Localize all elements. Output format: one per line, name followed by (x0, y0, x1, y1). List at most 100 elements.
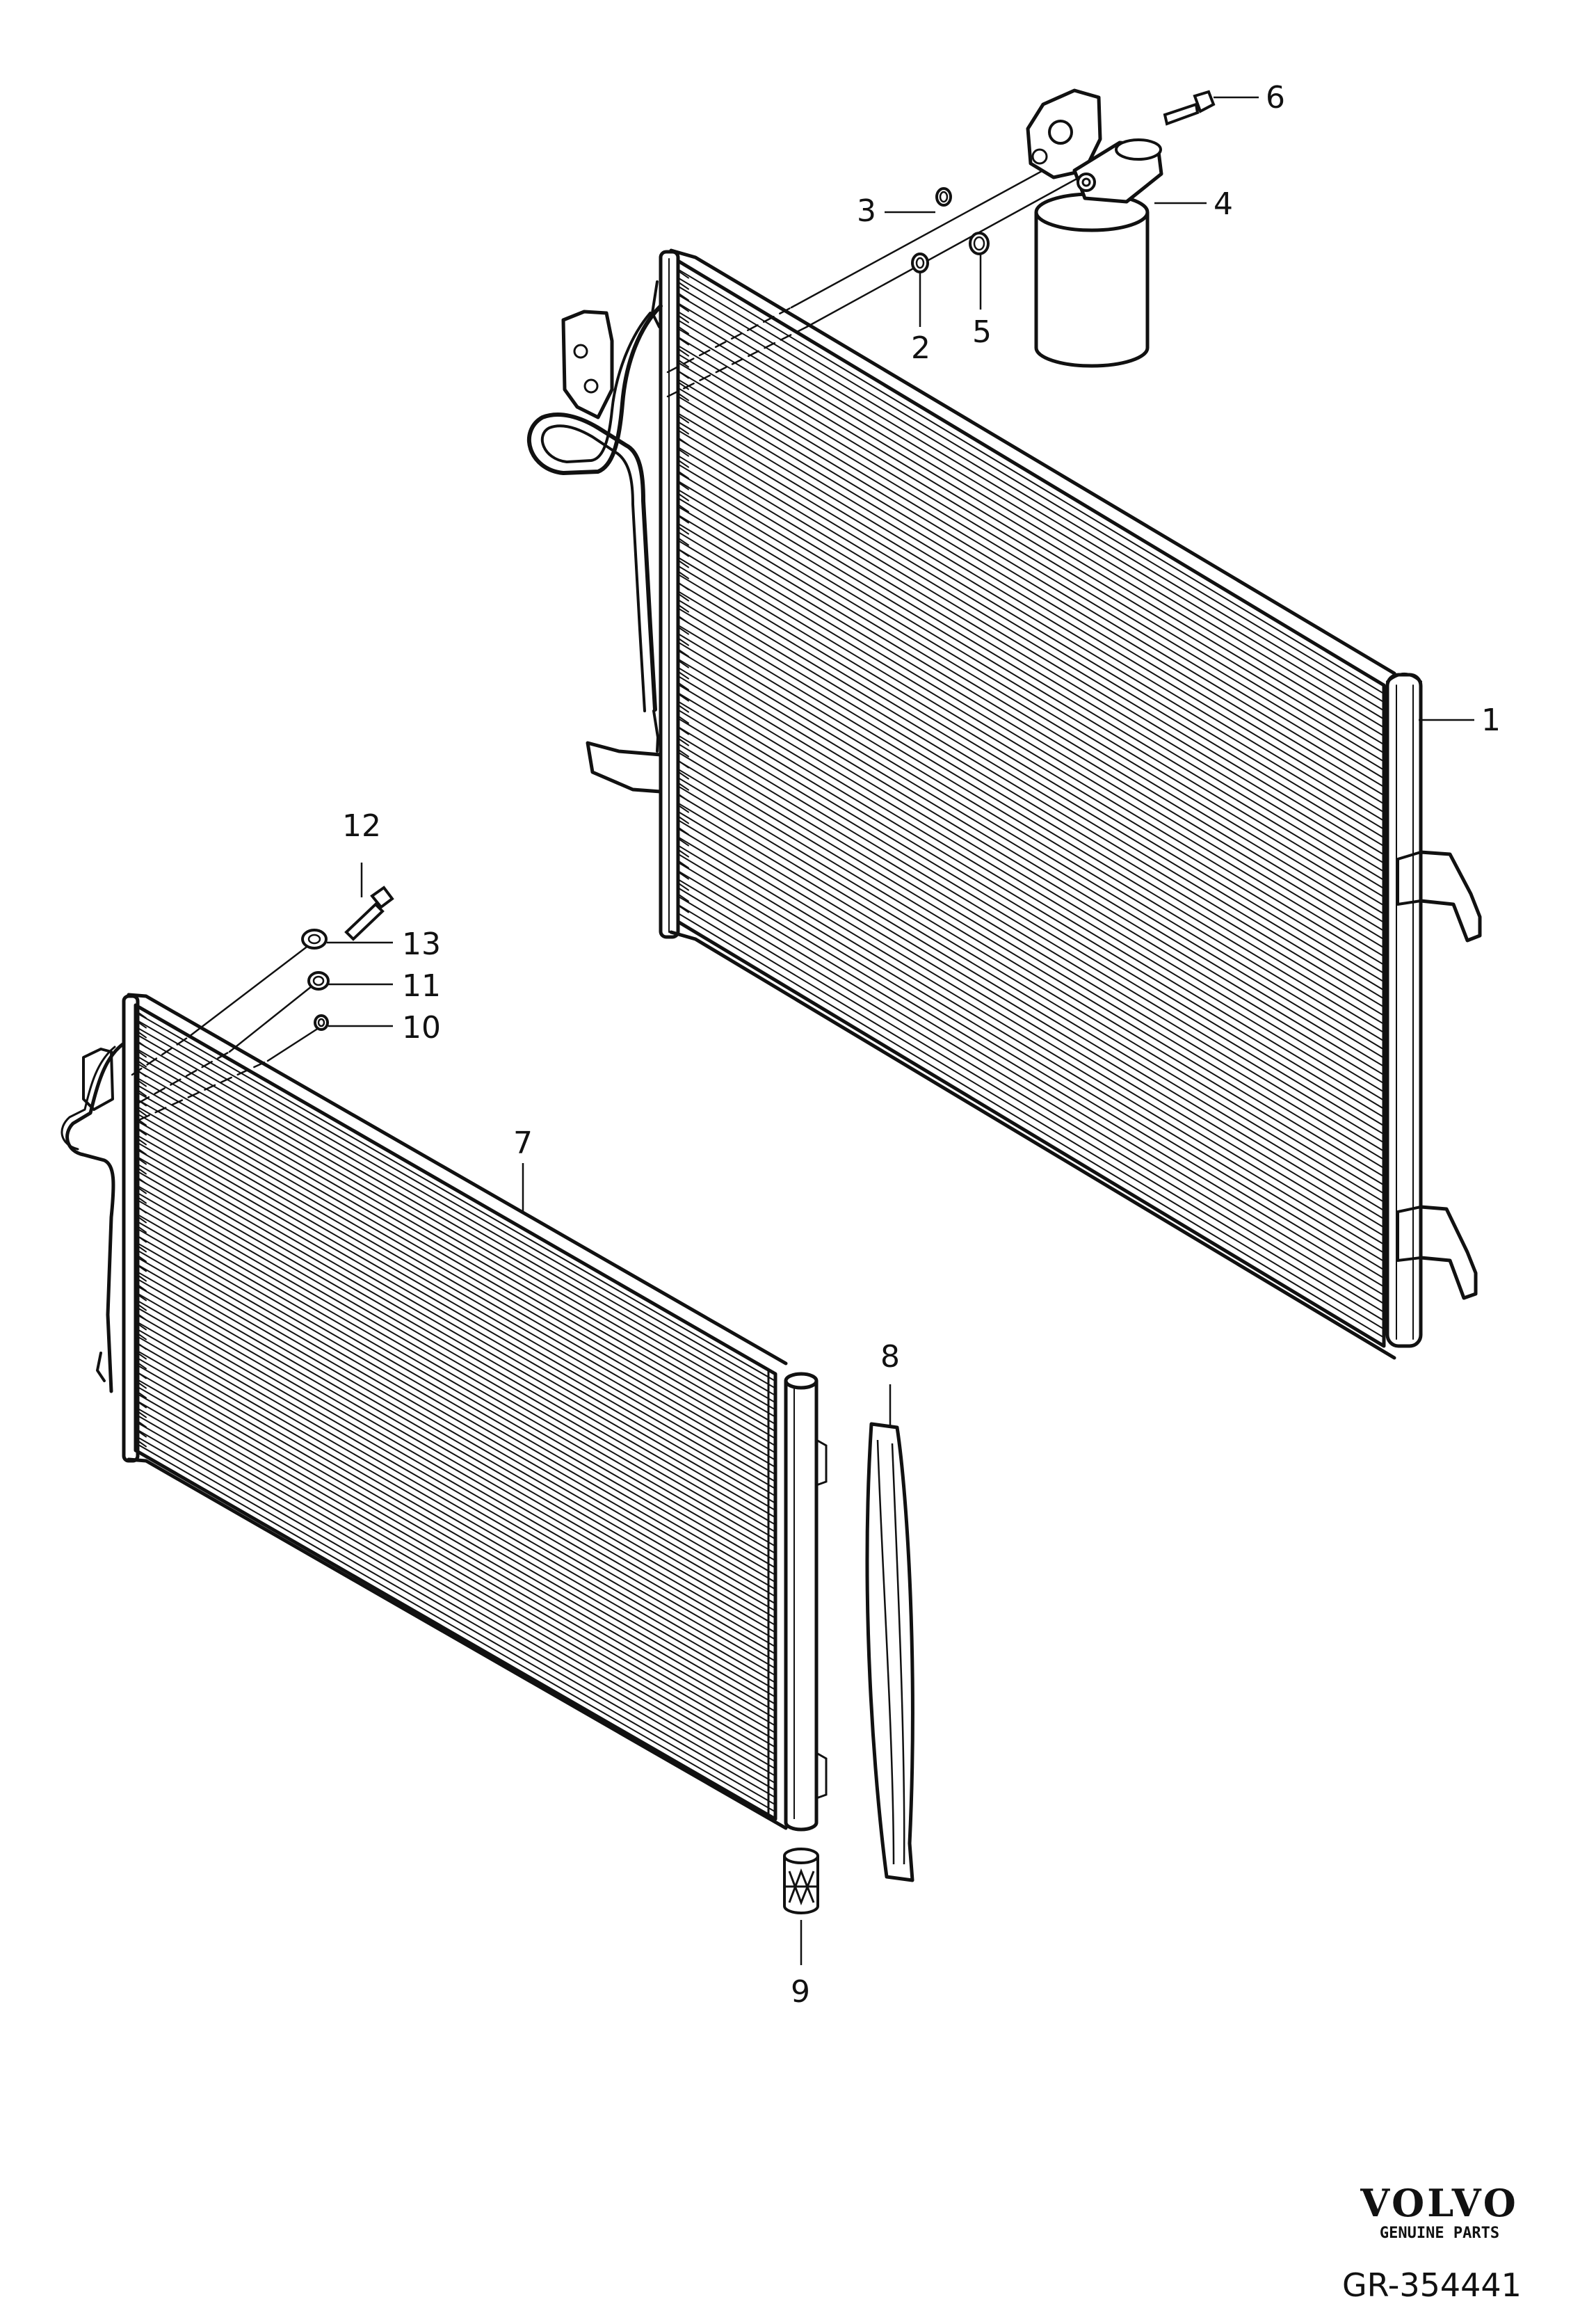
rib-mark (678, 694, 689, 702)
fin-line (136, 1126, 775, 1497)
fin-line (678, 344, 1384, 771)
fin-line (136, 1219, 775, 1590)
fin-line (678, 776, 1384, 1203)
rib-mark (678, 504, 689, 513)
fin-line (678, 497, 1384, 924)
fin-line (136, 1342, 775, 1713)
rib-mark (678, 382, 689, 390)
lower-condenser (61, 946, 788, 1830)
fin-line (678, 658, 1384, 1084)
lower-fasteners (301, 886, 394, 1031)
fin-line (136, 1011, 775, 1382)
callout-6: 6 (1266, 80, 1285, 115)
fin-line (678, 810, 1384, 1237)
fin-line (678, 650, 1384, 1076)
fin-line (136, 1407, 775, 1777)
fin-line (678, 692, 1384, 1119)
rib-mark (137, 1352, 147, 1360)
fin-line (136, 1270, 775, 1640)
fin-line (678, 455, 1384, 881)
fin-line (136, 1119, 775, 1490)
rib-mark (678, 415, 689, 424)
rib-mark (678, 883, 689, 891)
fin-line (136, 1018, 775, 1389)
fin-line (678, 522, 1384, 949)
callout-2: 2 (911, 330, 930, 366)
rib-mark (678, 838, 689, 847)
fin-line (136, 1320, 775, 1691)
rib-mark (678, 682, 689, 691)
bolt-6 (1163, 90, 1216, 126)
rib-mark (137, 1187, 147, 1194)
rib-mark (137, 1050, 147, 1058)
lower-left-rib (137, 1011, 147, 1448)
fin-line (678, 675, 1384, 1101)
fin-line (678, 362, 1384, 788)
fin-line (678, 666, 1384, 1093)
fin-line (136, 1191, 775, 1562)
fin-line (136, 1349, 775, 1720)
fin-line (678, 853, 1384, 1279)
rib-mark (678, 716, 689, 724)
rib-mark (137, 1235, 147, 1243)
rib-mark (678, 604, 689, 613)
callout-11: 11 (402, 968, 441, 1004)
fin-line (678, 472, 1384, 898)
rib-mark (678, 849, 689, 858)
rib-mark (137, 1333, 147, 1340)
fin-line (678, 539, 1384, 966)
fin-line (678, 488, 1384, 915)
rib-mark (678, 671, 689, 680)
fin-line (678, 548, 1384, 975)
callout-9: 9 (791, 1974, 810, 2010)
fin-line (136, 1291, 775, 1662)
fin-line (678, 506, 1384, 932)
fin-line (678, 353, 1384, 779)
rib-mark (678, 627, 689, 635)
rib-mark (678, 337, 689, 346)
fin-line (678, 557, 1384, 983)
rib-mark (137, 1343, 147, 1350)
rib-mark (678, 471, 689, 479)
callout-numbers: 1 2 3 4 5 6 7 8 9 10 11 12 13 (342, 80, 1501, 2010)
fin-line (678, 277, 1384, 703)
rib-mark (678, 538, 689, 546)
rib-mark (678, 738, 689, 746)
seal-strip (865, 1422, 914, 1882)
upper-condenser-fins (678, 261, 1384, 1346)
callout-3: 3 (857, 193, 876, 229)
brand-logo: VOLVO GENUINE PARTS (1335, 2184, 1544, 2241)
fin-line (136, 1098, 775, 1468)
leader-lines (327, 96, 1474, 1965)
fin-line (678, 480, 1384, 906)
fin-line (136, 1435, 775, 1806)
callout-7: 7 (513, 1126, 533, 1161)
rib-mark (678, 438, 689, 446)
fin-line (136, 1162, 775, 1533)
rib-mark (137, 1196, 147, 1204)
brand-tagline: GENUINE PARTS (1379, 2225, 1500, 2242)
fin-line (136, 1169, 775, 1540)
rib-mark (678, 660, 689, 668)
rib-mark (678, 760, 689, 769)
rib-mark (678, 304, 689, 312)
fin-line (678, 387, 1384, 813)
callout-8: 8 (880, 1339, 900, 1375)
fin-line (136, 1299, 775, 1670)
rib-mark (678, 860, 689, 869)
rib-mark (678, 872, 689, 880)
rib-mark (678, 449, 689, 457)
fin-line (136, 1133, 775, 1504)
rib-mark (137, 1041, 147, 1048)
fin-line (678, 887, 1384, 1313)
fin-line (678, 616, 1384, 1042)
rib-mark (678, 326, 689, 335)
fin-line (678, 836, 1384, 1263)
fin-line (136, 1234, 775, 1605)
rib-mark (137, 1274, 147, 1282)
upper-left-rib (678, 271, 689, 913)
fin-line (678, 819, 1384, 1245)
fin-line (136, 1112, 775, 1482)
rib-mark (137, 1060, 147, 1068)
rib-mark (678, 527, 689, 535)
